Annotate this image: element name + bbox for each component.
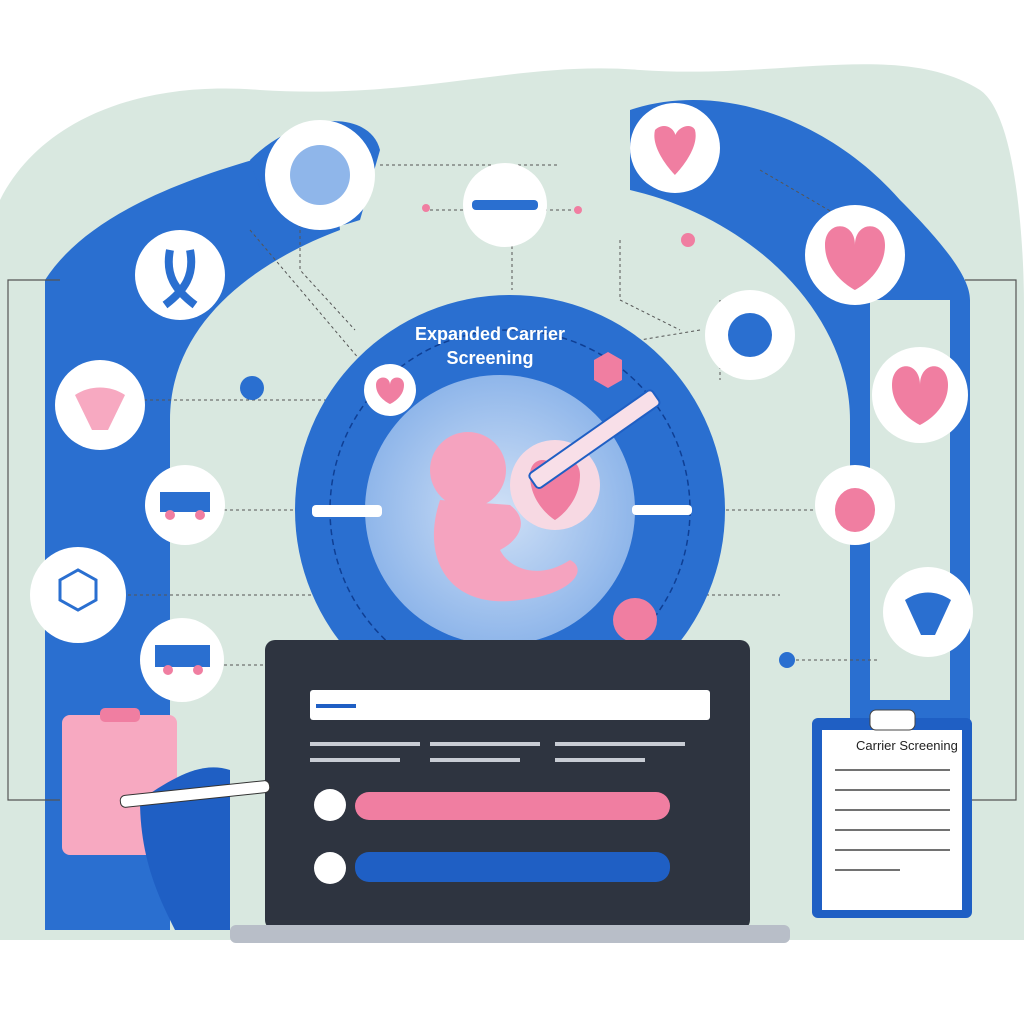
laptop: [230, 640, 790, 943]
center-title-line1: Expanded Carrier: [415, 324, 565, 344]
heart-icon: [805, 205, 905, 305]
molecule-icon: [30, 547, 126, 643]
clipboard-heading: Carrier Screening: [856, 738, 958, 753]
laptop-heart-blue-icon: [314, 852, 346, 884]
dna-heart-top-icon: [630, 103, 720, 193]
uterus-icon: [55, 360, 145, 450]
right-bracket-line: [965, 279, 1017, 801]
pill-icon: [240, 376, 264, 400]
blue-dot-icon: [779, 652, 795, 668]
left-bracket-line: [7, 279, 60, 801]
stylus-pen: [119, 780, 271, 808]
uterus-right-icon: [883, 567, 973, 657]
hexagon-icon: [594, 352, 622, 388]
center-title-line2: Screening: [446, 348, 533, 368]
clipboard-right: Carrier Screening: [812, 709, 972, 918]
progress-bar-blue: [355, 852, 670, 882]
gloved-hand: [140, 767, 230, 930]
small-syringe-right: [632, 505, 692, 515]
pink-cell-icon: [613, 598, 657, 642]
ambulance-icon: [140, 618, 224, 702]
ovary-icon: [815, 465, 895, 545]
small-syringe-left: [312, 505, 382, 517]
syringe-icon: [528, 389, 661, 490]
fetus-icon: [430, 432, 578, 602]
truck-icon: [145, 465, 225, 545]
syringe-top-icon: [422, 163, 582, 247]
virus-icon: [705, 290, 795, 380]
heart-check-icon: [364, 364, 416, 416]
globe-icon: [265, 120, 375, 230]
awareness-ribbon-icon: [135, 230, 225, 320]
pink-dot-icon: [681, 233, 695, 247]
progress-bar-pink: [355, 792, 670, 820]
laptop-heart-pink-icon: [314, 789, 346, 821]
heart-pink-icon: [872, 347, 968, 443]
